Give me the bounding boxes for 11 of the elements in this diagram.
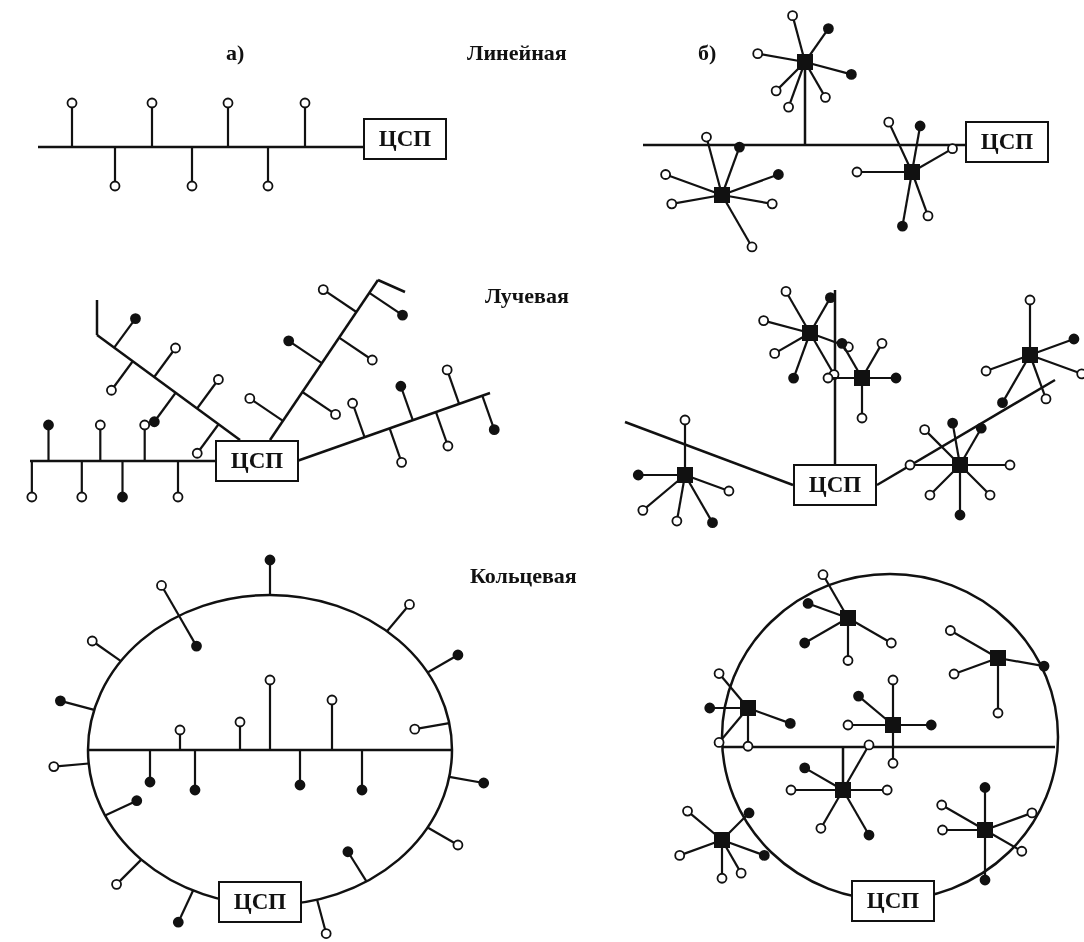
station-box: ЦСП — [218, 881, 302, 923]
topology-label: Кольцевая — [470, 563, 577, 589]
station-box: ЦСП — [851, 880, 935, 922]
station-box: ЦСП — [215, 440, 299, 482]
station-box: ЦСП — [965, 121, 1049, 163]
station-box: ЦСП — [793, 464, 877, 506]
topology-label: Лучевая — [485, 283, 569, 309]
topology-label: б) — [698, 40, 717, 66]
topology-label: Линейная — [467, 40, 567, 66]
topology-label: а) — [226, 40, 245, 66]
station-box: ЦСП — [363, 118, 447, 160]
